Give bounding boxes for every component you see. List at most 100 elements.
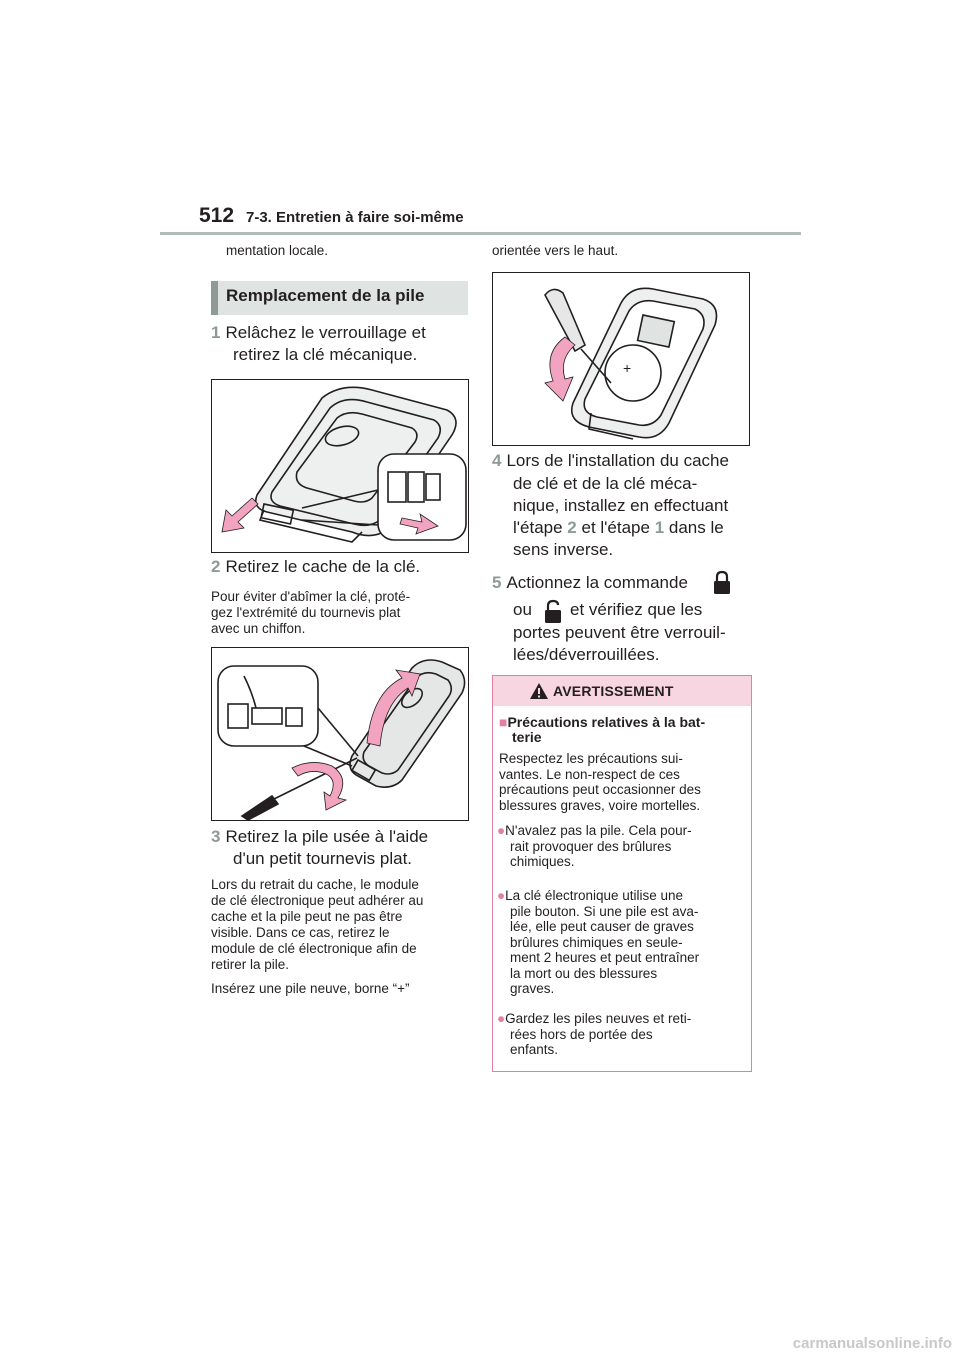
step-4-text: et l'étape bbox=[576, 518, 655, 537]
key-fob-illustration-1 bbox=[221, 386, 467, 543]
note-line: Pour éviter d'abîmer la clé, proté- bbox=[211, 589, 411, 604]
step-1-line-1: Relâchez le verrouillage et bbox=[225, 323, 426, 342]
note-line: Lors du retrait du cache, le module bbox=[211, 877, 419, 892]
note-line: module de clé électronique afin de bbox=[211, 941, 417, 956]
bullet-line: ment 2 heures et peut entraîner bbox=[510, 950, 700, 965]
note-line: cache et la pile peut ne pas être bbox=[211, 909, 403, 924]
step-5-line-3: portes peuvent être verrouil- bbox=[513, 623, 726, 642]
bullet-line: lée, elle peut causer de graves bbox=[510, 919, 694, 934]
step-2-number: 2 bbox=[211, 557, 221, 576]
square-bullet-icon: ■ bbox=[499, 714, 508, 730]
left-intro-text: mentation locale. bbox=[226, 243, 329, 258]
key-fob-illustration-3: + bbox=[544, 287, 718, 440]
step-2-text: Retirez le cache de la clé. bbox=[225, 557, 421, 576]
warning-box: AVERTISSEMENT ■Précautions relatives à l… bbox=[492, 675, 752, 1072]
right-intro-text: orientée vers le haut. bbox=[492, 243, 619, 258]
step-1-line-2: retirez la clé mécanique. bbox=[233, 345, 418, 364]
bullet-line: Gardez les piles neuves et reti- bbox=[505, 1011, 692, 1026]
pry-arrow bbox=[544, 336, 576, 402]
step-3-note-insert: Insérez une pile neuve, borne “+” bbox=[211, 981, 410, 996]
step-4-line-2: de clé et de la clé méca- bbox=[513, 474, 698, 493]
figure-remove-battery: + bbox=[492, 272, 750, 446]
screwdriver bbox=[240, 757, 358, 820]
intro-line: vantes. Le non-respect de ces bbox=[499, 766, 680, 782]
step-2-note: Pour éviter d'abîmer la clé, proté- gez … bbox=[211, 589, 410, 637]
section-heading: Remplacement de la pile bbox=[211, 281, 468, 315]
slide-arrow bbox=[399, 513, 439, 535]
bullet-line: la mort ou des blessures bbox=[510, 965, 658, 981]
warning-header: AVERTISSEMENT bbox=[493, 676, 751, 706]
zoom-inset bbox=[301, 453, 467, 541]
bullet-line: brûlures chimiques en seule- bbox=[510, 934, 683, 950]
step-4-text: dans le bbox=[664, 518, 724, 537]
unlock-icon bbox=[545, 599, 561, 623]
step-ref-1: 1 bbox=[654, 518, 665, 537]
note-line: de clé électronique peut adhérer au bbox=[211, 893, 424, 908]
step-3-note: Lors du retrait du cache, le module de c… bbox=[211, 877, 423, 973]
lock-icon bbox=[714, 570, 730, 594]
step-5-line-1: Actionnez la commande bbox=[506, 573, 688, 592]
step-4-line-5: sens inverse. bbox=[513, 540, 614, 559]
warning-bullet-2: ●La clé électronique utilise une pile bo… bbox=[497, 888, 699, 997]
step-3-line-1: Retirez la pile usée à l'aide bbox=[225, 827, 429, 846]
step-4-text: l'étape bbox=[513, 518, 568, 537]
step-5-line-2-pre: ou bbox=[513, 600, 532, 619]
warning-title: AVERTISSEMENT bbox=[553, 683, 674, 699]
circle-bullet-icon: ● bbox=[497, 888, 506, 903]
step-4-line-4: l'étape 2 et l'étape 1 dans le bbox=[513, 517, 724, 539]
step-5-line-4: lées/déverrouillées. bbox=[513, 645, 660, 664]
svg-text:+: + bbox=[623, 360, 631, 376]
note-line: visible. Dans ce cas, retirez le bbox=[211, 925, 390, 940]
bullet-line: La clé électronique utilise une bbox=[505, 888, 684, 903]
intro-line: précautions peut occasionner des bbox=[499, 782, 701, 797]
note-line: retirer la pile. bbox=[211, 957, 290, 972]
bullet-line: graves. bbox=[510, 981, 555, 996]
bullet-line: rait provoquer des brûlures bbox=[510, 838, 672, 854]
step-4-line-3: nique, installez en effectuant bbox=[513, 496, 729, 515]
warning-subtitle: ■Précautions relatives à la bat- terie bbox=[499, 715, 705, 745]
bullet-line: pile bouton. Si une pile est ava- bbox=[510, 903, 699, 919]
step-3-line-2: d'un petit tournevis plat. bbox=[233, 849, 413, 868]
step-1-number: 1 bbox=[211, 323, 221, 342]
bullet-line: rées hors de portée des bbox=[510, 1026, 653, 1042]
warning-bullet-1: ●N'avalez pas la pile. Cela pour- rait p… bbox=[497, 823, 692, 870]
zoom-inset bbox=[217, 665, 359, 767]
note-line: gez l'extrémité du tournevis plat bbox=[211, 605, 401, 620]
circle-bullet-icon: ● bbox=[497, 823, 506, 838]
circle-bullet-icon: ● bbox=[497, 1011, 506, 1026]
header-divider bbox=[160, 232, 801, 235]
page-number: 512 bbox=[199, 204, 235, 227]
watermark: carmanualsonline.info bbox=[792, 1335, 952, 1352]
warning-intro: Respectez les précautions sui- vantes. L… bbox=[499, 751, 701, 813]
figure-remove-key-cover bbox=[211, 647, 469, 821]
section-title: 7-3. Entretien à faire soi-même bbox=[246, 209, 464, 226]
screwdriver bbox=[544, 288, 612, 384]
figure-remove-mechanical-key bbox=[211, 379, 469, 553]
bullet-line: N'avalez pas la pile. Cela pour- bbox=[505, 823, 692, 838]
intro-line: blessures graves, voire mortelles. bbox=[499, 797, 701, 813]
heading-accent-bar bbox=[211, 281, 218, 315]
step-5-line-2-post: et vérifiez que les bbox=[570, 600, 703, 619]
step-5-number: 5 bbox=[492, 573, 502, 592]
note-line: avec un chiffon. bbox=[211, 621, 306, 636]
step-4-line-1: Lors de l'installation du cache bbox=[506, 451, 729, 470]
bullet-line: enfants. bbox=[510, 1042, 559, 1057]
twist-arrow bbox=[291, 762, 348, 811]
step-3-number: 3 bbox=[211, 827, 221, 846]
bullet-line: chimiques. bbox=[510, 854, 575, 869]
heading-text: Remplacement de la pile bbox=[226, 286, 425, 305]
warning-bullet-3: ●Gardez les piles neuves et reti- rées h… bbox=[497, 1011, 691, 1058]
subtitle-line: Précautions relatives à la bat- bbox=[507, 714, 706, 730]
step-4-number: 4 bbox=[492, 451, 502, 470]
warning-triangle-icon bbox=[530, 683, 548, 699]
lift-arrow bbox=[366, 669, 421, 747]
pull-arrow bbox=[221, 497, 259, 533]
subtitle-line: terie bbox=[512, 729, 542, 745]
step-ref-2: 2 bbox=[567, 518, 577, 537]
intro-line: Respectez les précautions sui- bbox=[499, 751, 683, 766]
